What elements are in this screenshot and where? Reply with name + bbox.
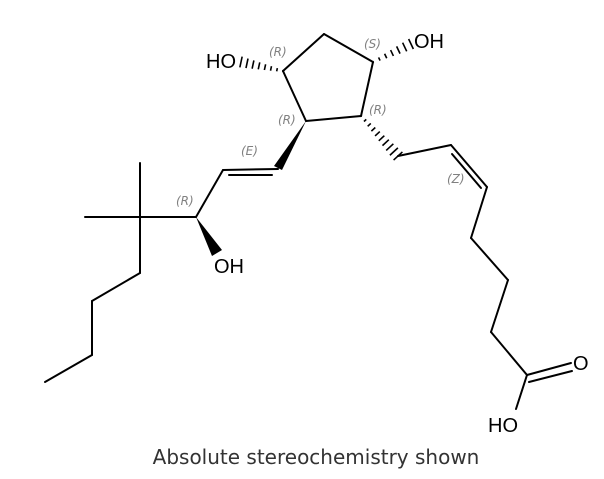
hash-bond-line — [359, 114, 363, 118]
bond — [470, 237, 509, 281]
atom-label-oh: OH — [414, 31, 444, 53]
bond — [282, 33, 325, 72]
carbonyl-bond-inner — [528, 370, 573, 383]
wedge-bond — [274, 121, 306, 170]
hash-bond-line — [275, 67, 279, 72]
double-bond-z-inner — [451, 153, 482, 189]
hash-bond-line — [239, 56, 243, 68]
stereo-label: (R) — [278, 113, 296, 127]
hash-bond-line — [257, 62, 261, 70]
hash-bond-line — [370, 126, 376, 132]
hash-bond-line — [395, 46, 401, 54]
bond — [490, 279, 509, 333]
carbonyl-bond — [526, 362, 572, 376]
hash-bond-line — [367, 122, 372, 127]
bond — [515, 374, 528, 410]
hash-bond-line — [389, 49, 395, 57]
atom-label-oh: OH — [214, 256, 244, 278]
stereo-label: (S) — [364, 37, 381, 51]
hash-bond-line — [371, 60, 375, 64]
bond — [323, 33, 374, 63]
bond — [470, 186, 488, 239]
hash-bonds — [239, 38, 415, 161]
bond — [91, 272, 141, 302]
lower-chain — [44, 121, 306, 383]
ring-bonds — [282, 33, 374, 122]
stereo-label: (R) — [369, 103, 387, 117]
bond — [360, 61, 374, 117]
upper-chain — [397, 144, 573, 410]
hash-bond-line — [383, 53, 388, 59]
hash-bond-line — [407, 38, 415, 50]
hash-bond-line — [363, 118, 367, 123]
double-bond-e — [222, 168, 279, 171]
stereo-label: (R) — [269, 45, 287, 59]
bond — [195, 169, 224, 218]
hash-bond-line — [385, 143, 394, 152]
hash-bond-line — [377, 57, 381, 61]
wedge-bond — [196, 217, 222, 256]
stereo-label: (E) — [241, 144, 258, 158]
atom-label-ho: HO — [206, 51, 236, 73]
hash-bond-line — [269, 66, 273, 71]
hash-bond-line — [378, 135, 385, 142]
double-bond-z — [450, 144, 488, 188]
hash-bond-line — [393, 151, 403, 161]
hash-bond-line — [401, 42, 408, 52]
hash-bond-line — [251, 60, 255, 69]
atom-label-o: O — [573, 353, 589, 375]
bond — [305, 115, 362, 122]
caption: Absolute stereochemistry shown — [153, 445, 480, 469]
bond — [44, 354, 93, 383]
hash-bond-line — [374, 131, 381, 137]
hash-bond-line — [263, 64, 267, 71]
bond — [282, 70, 307, 122]
hash-bond-line — [245, 58, 249, 69]
bond — [490, 331, 528, 376]
stereo-label: (Z) — [447, 172, 465, 186]
stereo-label: (R) — [176, 194, 194, 208]
hash-bond-line — [389, 147, 399, 156]
atom-label-ho: HO — [488, 415, 518, 437]
hash-bond-line — [381, 139, 390, 147]
bond — [397, 144, 452, 157]
